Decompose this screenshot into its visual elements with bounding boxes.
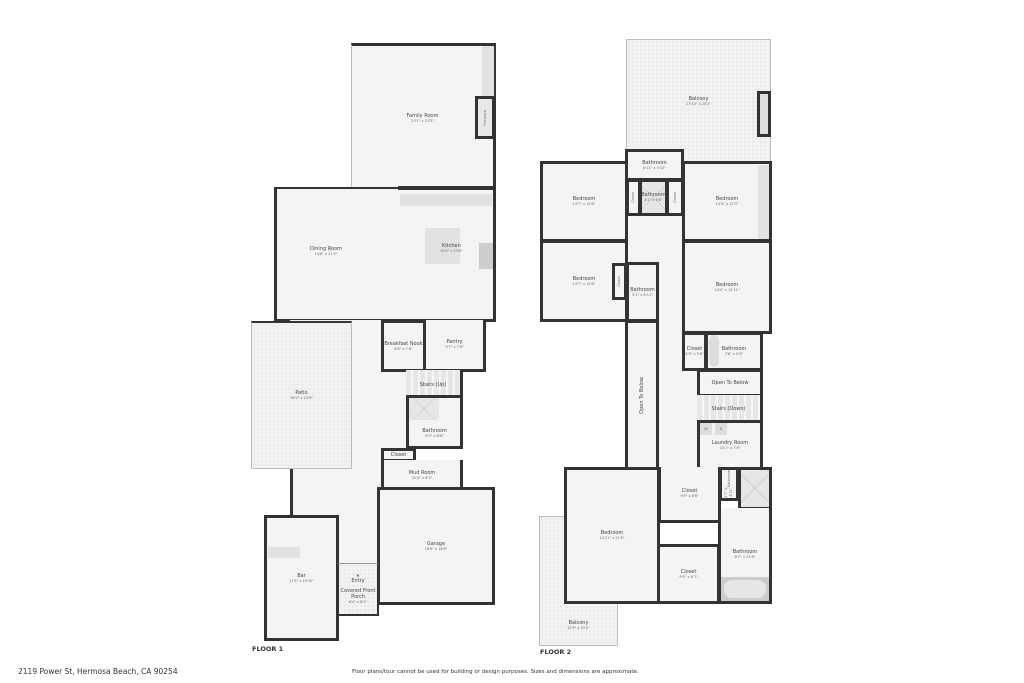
kitchen-counter xyxy=(400,194,492,206)
washer-icon: W xyxy=(700,423,712,435)
room-breakfast-nook: Breakfast Nook 8'6" x 7'6" xyxy=(381,320,426,372)
room-balcony-top: Balcony 23'10" x 20'2" xyxy=(626,39,771,163)
bathtub-icon xyxy=(709,335,719,367)
shower-icon xyxy=(738,467,772,510)
balcony-planter xyxy=(757,91,771,137)
room-mud-room: Mud Room 12'8" x 6'2" xyxy=(381,460,463,490)
room-dining-kitchen xyxy=(274,187,496,322)
fireplace: Fireplace xyxy=(475,96,495,139)
room-label-kitchen: Kitchen 15'5" x 23'8" xyxy=(440,243,463,253)
room-closet-c: Closet xyxy=(612,263,627,300)
room-family-room: Family Room 23'1" x 23'3" xyxy=(351,43,496,190)
room-name: Family Room xyxy=(406,112,439,119)
bar-counter xyxy=(268,547,300,558)
open-to-below-vertical: Open To Below xyxy=(625,320,659,470)
room-entry-porch[interactable]: ▲ Entry Covered Front Porch 6'4" x 8'2" xyxy=(337,563,379,616)
room-bedroom-tr: Bedroom 14'4" x 12'3" xyxy=(682,161,772,242)
room-bathroom-top: Bathroom 8'11" x 4'10" xyxy=(625,149,684,181)
kitchen-wall xyxy=(398,186,495,190)
disclaimer: Floor plans/tour cannot be used for buil… xyxy=(352,669,639,675)
property-address: 2119 Power St, Hermosa Beach, CA 90254 xyxy=(18,667,178,676)
kitchen-island xyxy=(425,228,460,264)
hall-wall-left xyxy=(290,468,293,515)
shower-icon xyxy=(409,398,439,420)
floor-2-label: FLOOR 2 xyxy=(540,648,572,656)
room-laundry: Laundry Room 10'1" x 7'8" xyxy=(697,420,763,470)
room-patio: Patio 16'2" x 23'9" xyxy=(251,321,352,469)
room-bedroom-tl: Bedroom 13'7" x 12'8" xyxy=(540,161,628,242)
dryer-icon: D xyxy=(715,423,727,435)
bedroom-tr-closet xyxy=(758,165,769,239)
room-label-dining: Dining Room 14'6" x 21'4" xyxy=(310,246,342,256)
stove-icon xyxy=(479,243,493,269)
room-bathroom-small: Bathroom 2'7" x 4'11" xyxy=(719,467,739,501)
open-to-below-horizontal: Open To Below xyxy=(697,369,763,397)
room-bar: Bar 11'5" x 19'10" xyxy=(264,515,339,641)
room-bathroom-mid: Bathroom 4'1" x 5'8" xyxy=(639,179,668,216)
room-closet-d: Closet 4'9" x 5'8" xyxy=(682,332,707,371)
room-bedroom-main: Bedroom 14'11" x 21'6" xyxy=(564,467,660,604)
room-dim: 23'1" x 23'3" xyxy=(411,118,434,123)
room-garage: Garage 18'6" x 18'6" xyxy=(377,487,495,605)
room-bathroom-ml: Bathroom 5'1" x 8'11" xyxy=(626,262,659,322)
bathtub-icon xyxy=(721,577,769,601)
entry-arrow-icon: ▲ xyxy=(356,573,360,577)
floor-1-label: FLOOR 1 xyxy=(252,645,284,653)
family-room-wall xyxy=(482,46,494,96)
room-bedroom-mr: Bedroom 14'4" x 14'11" xyxy=(682,240,772,334)
room-closet-e: Closet 9'5" x 8'6" xyxy=(658,467,721,523)
stairs-down[interactable]: Stairs (Down) xyxy=(697,395,763,422)
room-pantry: Pantry 9'7" x 7'6" xyxy=(423,320,486,372)
room-closet-f: Closet 9'5" x 8'7" xyxy=(657,544,720,604)
